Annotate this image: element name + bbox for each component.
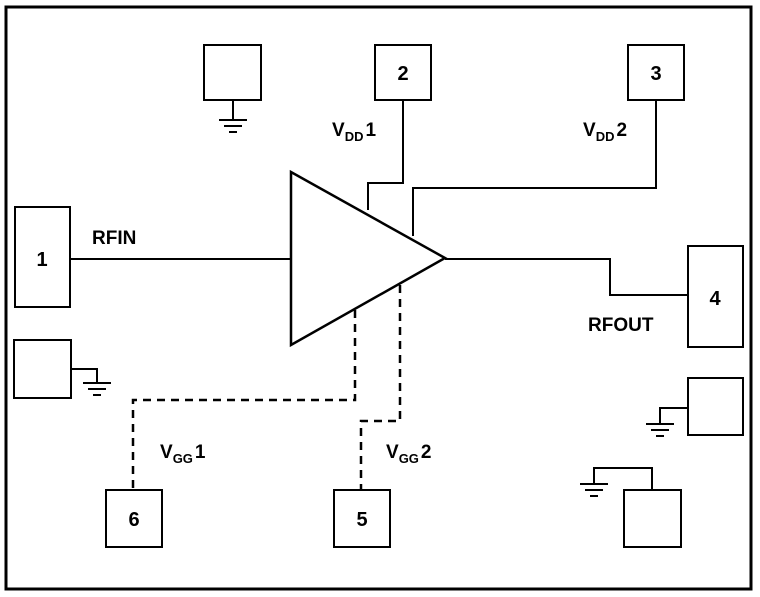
pin-3: 3 — [627, 44, 685, 101]
vdd2-wire — [412, 99, 657, 236]
pin-2: 2 — [374, 44, 432, 101]
svg-text:6: 6 — [128, 509, 139, 531]
rfout-label: RFOUT — [588, 315, 654, 336]
ground-pad-top — [203, 44, 262, 133]
svg-text:2: 2 — [397, 63, 408, 85]
svg-text:4: 4 — [709, 288, 721, 310]
svg-text:1: 1 — [36, 249, 47, 271]
svg-text:3: 3 — [650, 63, 661, 85]
svg-text:5: 5 — [356, 509, 367, 531]
ground-pad-left — [13, 339, 111, 399]
pin-6: 6 — [105, 489, 163, 548]
pin-5: 5 — [333, 489, 391, 548]
pin-1: 1 — [14, 206, 71, 308]
ground-icon — [83, 382, 111, 396]
ground-icon — [580, 483, 608, 497]
rfout-wire — [445, 258, 688, 296]
vgg2-wire — [359, 285, 402, 490]
outer-frame — [4, 5, 753, 591]
ground-icon — [646, 423, 674, 437]
ground-pad-bottom-right — [580, 467, 682, 548]
vgg1-wire — [131, 310, 357, 490]
rfin-label: RFIN — [92, 228, 136, 249]
ground-pad-right — [646, 377, 744, 437]
pin-4: 4 — [687, 245, 744, 348]
vdd1-wire — [367, 99, 404, 210]
ground-icon — [219, 119, 247, 133]
